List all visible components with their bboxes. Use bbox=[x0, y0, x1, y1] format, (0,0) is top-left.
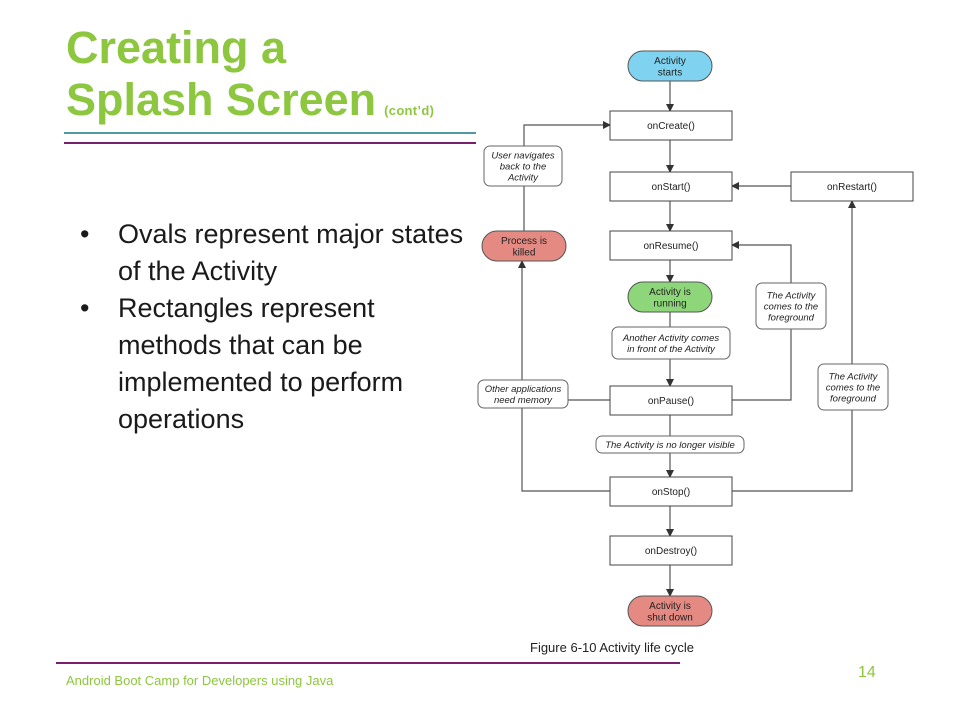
page-number: 14 bbox=[858, 664, 876, 681]
activity-running-text: running bbox=[653, 298, 686, 309]
user-navigates-back-text: Activity bbox=[507, 172, 539, 183]
onstop-to-onrestart-connector bbox=[732, 200, 856, 492]
on-resume-method: onResume() bbox=[609, 230, 733, 261]
on-destroy-method: onDestroy() bbox=[609, 535, 733, 566]
title-suffix: (cont’d) bbox=[384, 103, 435, 118]
footer-rule bbox=[56, 662, 680, 664]
title-line-1: Creating a bbox=[66, 22, 287, 73]
on-create-text: onCreate() bbox=[647, 121, 695, 132]
bullet-item: • Rectangles represent methods that can b… bbox=[80, 290, 470, 438]
on-pause-method: onPause() bbox=[609, 385, 733, 416]
user-navigates-back-text: back to the bbox=[500, 161, 546, 172]
activity-running-text: Activity is bbox=[649, 287, 691, 298]
another-activity-front-text: in front of the Activity bbox=[627, 344, 716, 355]
comes-to-foreground-1-text: The Activity bbox=[767, 290, 817, 301]
comes-to-foreground-2-text: The Activity bbox=[829, 371, 879, 382]
comes-to-foreground-1-text: foreground bbox=[768, 312, 815, 323]
activity-starts-text: starts bbox=[658, 67, 682, 78]
no-longer-visible-text: The Activity is no longer visible bbox=[605, 440, 735, 451]
on-start-method: onStart() bbox=[609, 171, 733, 202]
onstop-to-killed-join-connector bbox=[521, 408, 610, 492]
title-rule-teal bbox=[64, 132, 476, 134]
on-destroy-text: onDestroy() bbox=[645, 546, 697, 557]
bullet-text: Ovals represent major states of the Acti… bbox=[118, 219, 464, 286]
on-stop-text: onStop() bbox=[652, 487, 690, 498]
title-line-2: Splash Screen bbox=[66, 74, 377, 125]
bullet-text: Rectangles represent methods that can be… bbox=[118, 293, 404, 434]
figure-caption: Figure 6-10 Activity life cycle bbox=[530, 640, 695, 655]
other-apps-memory-text: need memory bbox=[494, 395, 553, 406]
comes-to-foreground-2-text: comes to the bbox=[826, 382, 880, 393]
user-navigates-back-text: User navigates bbox=[491, 150, 555, 161]
on-resume-text: onResume() bbox=[643, 241, 698, 252]
activity-starts-text: Activity bbox=[654, 56, 686, 67]
footer-text: Android Boot Camp for Developers using J… bbox=[66, 673, 334, 688]
bullet-list: • Ovals represent major states of the Act… bbox=[80, 216, 470, 438]
on-create-method: onCreate() bbox=[609, 110, 733, 141]
process-killed-text: killed bbox=[513, 247, 536, 258]
onpause-to-killed-connector bbox=[518, 260, 610, 401]
activity-shut-down-text: shut down bbox=[647, 612, 693, 623]
bullet-dot-icon: • bbox=[80, 293, 90, 323]
on-stop-method: onStop() bbox=[609, 476, 733, 507]
on-start-text: onStart() bbox=[652, 182, 691, 193]
on-restart-method: onRestart() bbox=[790, 171, 914, 202]
diagram-nodes: onCreate() onStart() onRestart() onResume()… bbox=[477, 50, 914, 627]
comes-to-foreground-2-text: foreground bbox=[830, 393, 877, 404]
other-apps-memory-text: Other applications bbox=[485, 384, 562, 395]
title-rule-purple bbox=[64, 142, 476, 144]
no-longer-visible-label: The Activity is no longer visible bbox=[595, 435, 745, 454]
on-pause-text: onPause() bbox=[648, 396, 694, 407]
bullet-item: • Ovals represent major states of the Act… bbox=[80, 216, 470, 290]
another-activity-front-text: Another Activity comes bbox=[622, 333, 720, 344]
activity-shut-down-text: Activity is bbox=[649, 601, 691, 612]
bullet-dot-icon: • bbox=[80, 219, 90, 249]
comes-to-foreground-1-text: comes to the bbox=[764, 301, 818, 312]
process-killed-text: Process is bbox=[501, 236, 547, 247]
killed-to-oncreate-connector bbox=[523, 121, 611, 231]
on-restart-text: onRestart() bbox=[827, 182, 877, 193]
